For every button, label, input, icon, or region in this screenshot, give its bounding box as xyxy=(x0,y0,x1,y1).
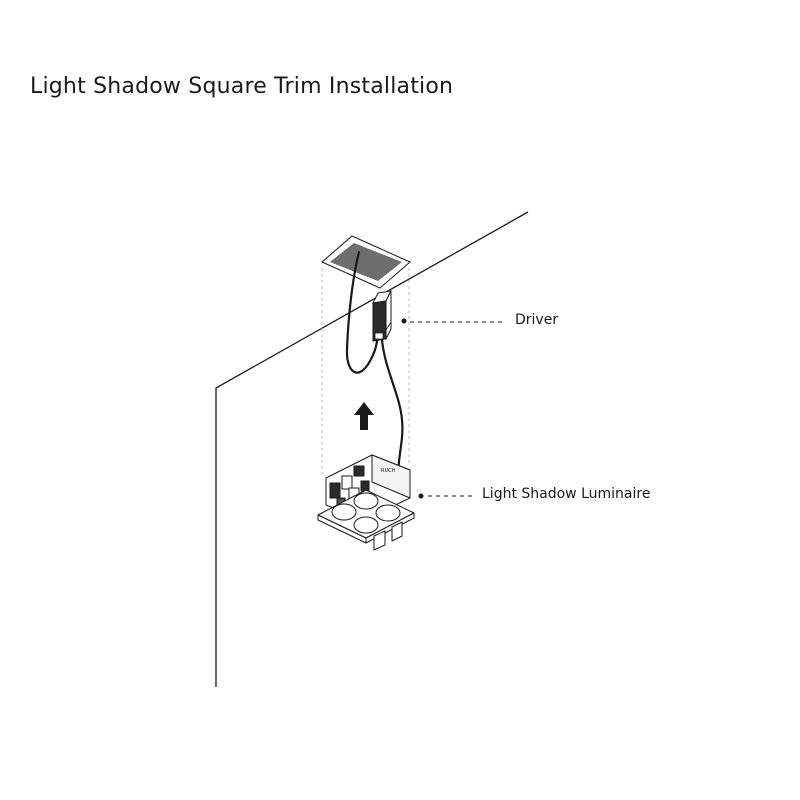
up-arrow-icon xyxy=(354,402,374,430)
driver-output-cable xyxy=(380,338,404,480)
diagram-title: Light Shadow Square Trim Installation xyxy=(30,74,454,99)
projection-guides xyxy=(321,268,410,478)
driver-callout xyxy=(401,318,506,324)
ceiling-wall-outline xyxy=(215,211,529,687)
luminaire-callout xyxy=(418,493,472,499)
driver-box xyxy=(372,290,392,342)
driver-label: Driver xyxy=(515,312,559,328)
ceiling-cutout xyxy=(321,235,411,289)
luminaire-label: Light Shadow Luminaire xyxy=(482,486,651,502)
luminaire-chip-label: RUCH xyxy=(381,468,396,474)
luminaire-fixture xyxy=(317,454,415,551)
